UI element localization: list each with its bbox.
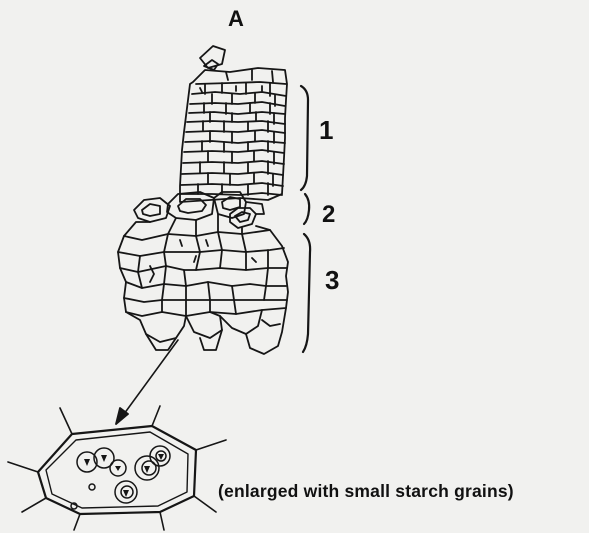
layer-label-3: 3	[325, 267, 339, 293]
bracket-layer-3	[303, 234, 310, 352]
layer-label-2: 2	[322, 203, 335, 227]
inset-caption: (enlarged with small starch grains)	[218, 483, 514, 501]
panel-label: A	[228, 8, 244, 30]
starch-grain-cluster	[71, 446, 170, 509]
parenchyma-cell-layer	[118, 214, 288, 354]
pointer-arrow	[116, 340, 178, 424]
bracket-layer-1	[301, 86, 308, 190]
thick-walled-cell-layer	[134, 192, 264, 228]
layer-label-1: 1	[319, 117, 333, 143]
bracket-layer-2	[304, 194, 309, 224]
enlarged-cell-inset	[8, 406, 226, 530]
cork-cell-layer	[180, 46, 287, 202]
layer-brackets	[301, 86, 310, 352]
